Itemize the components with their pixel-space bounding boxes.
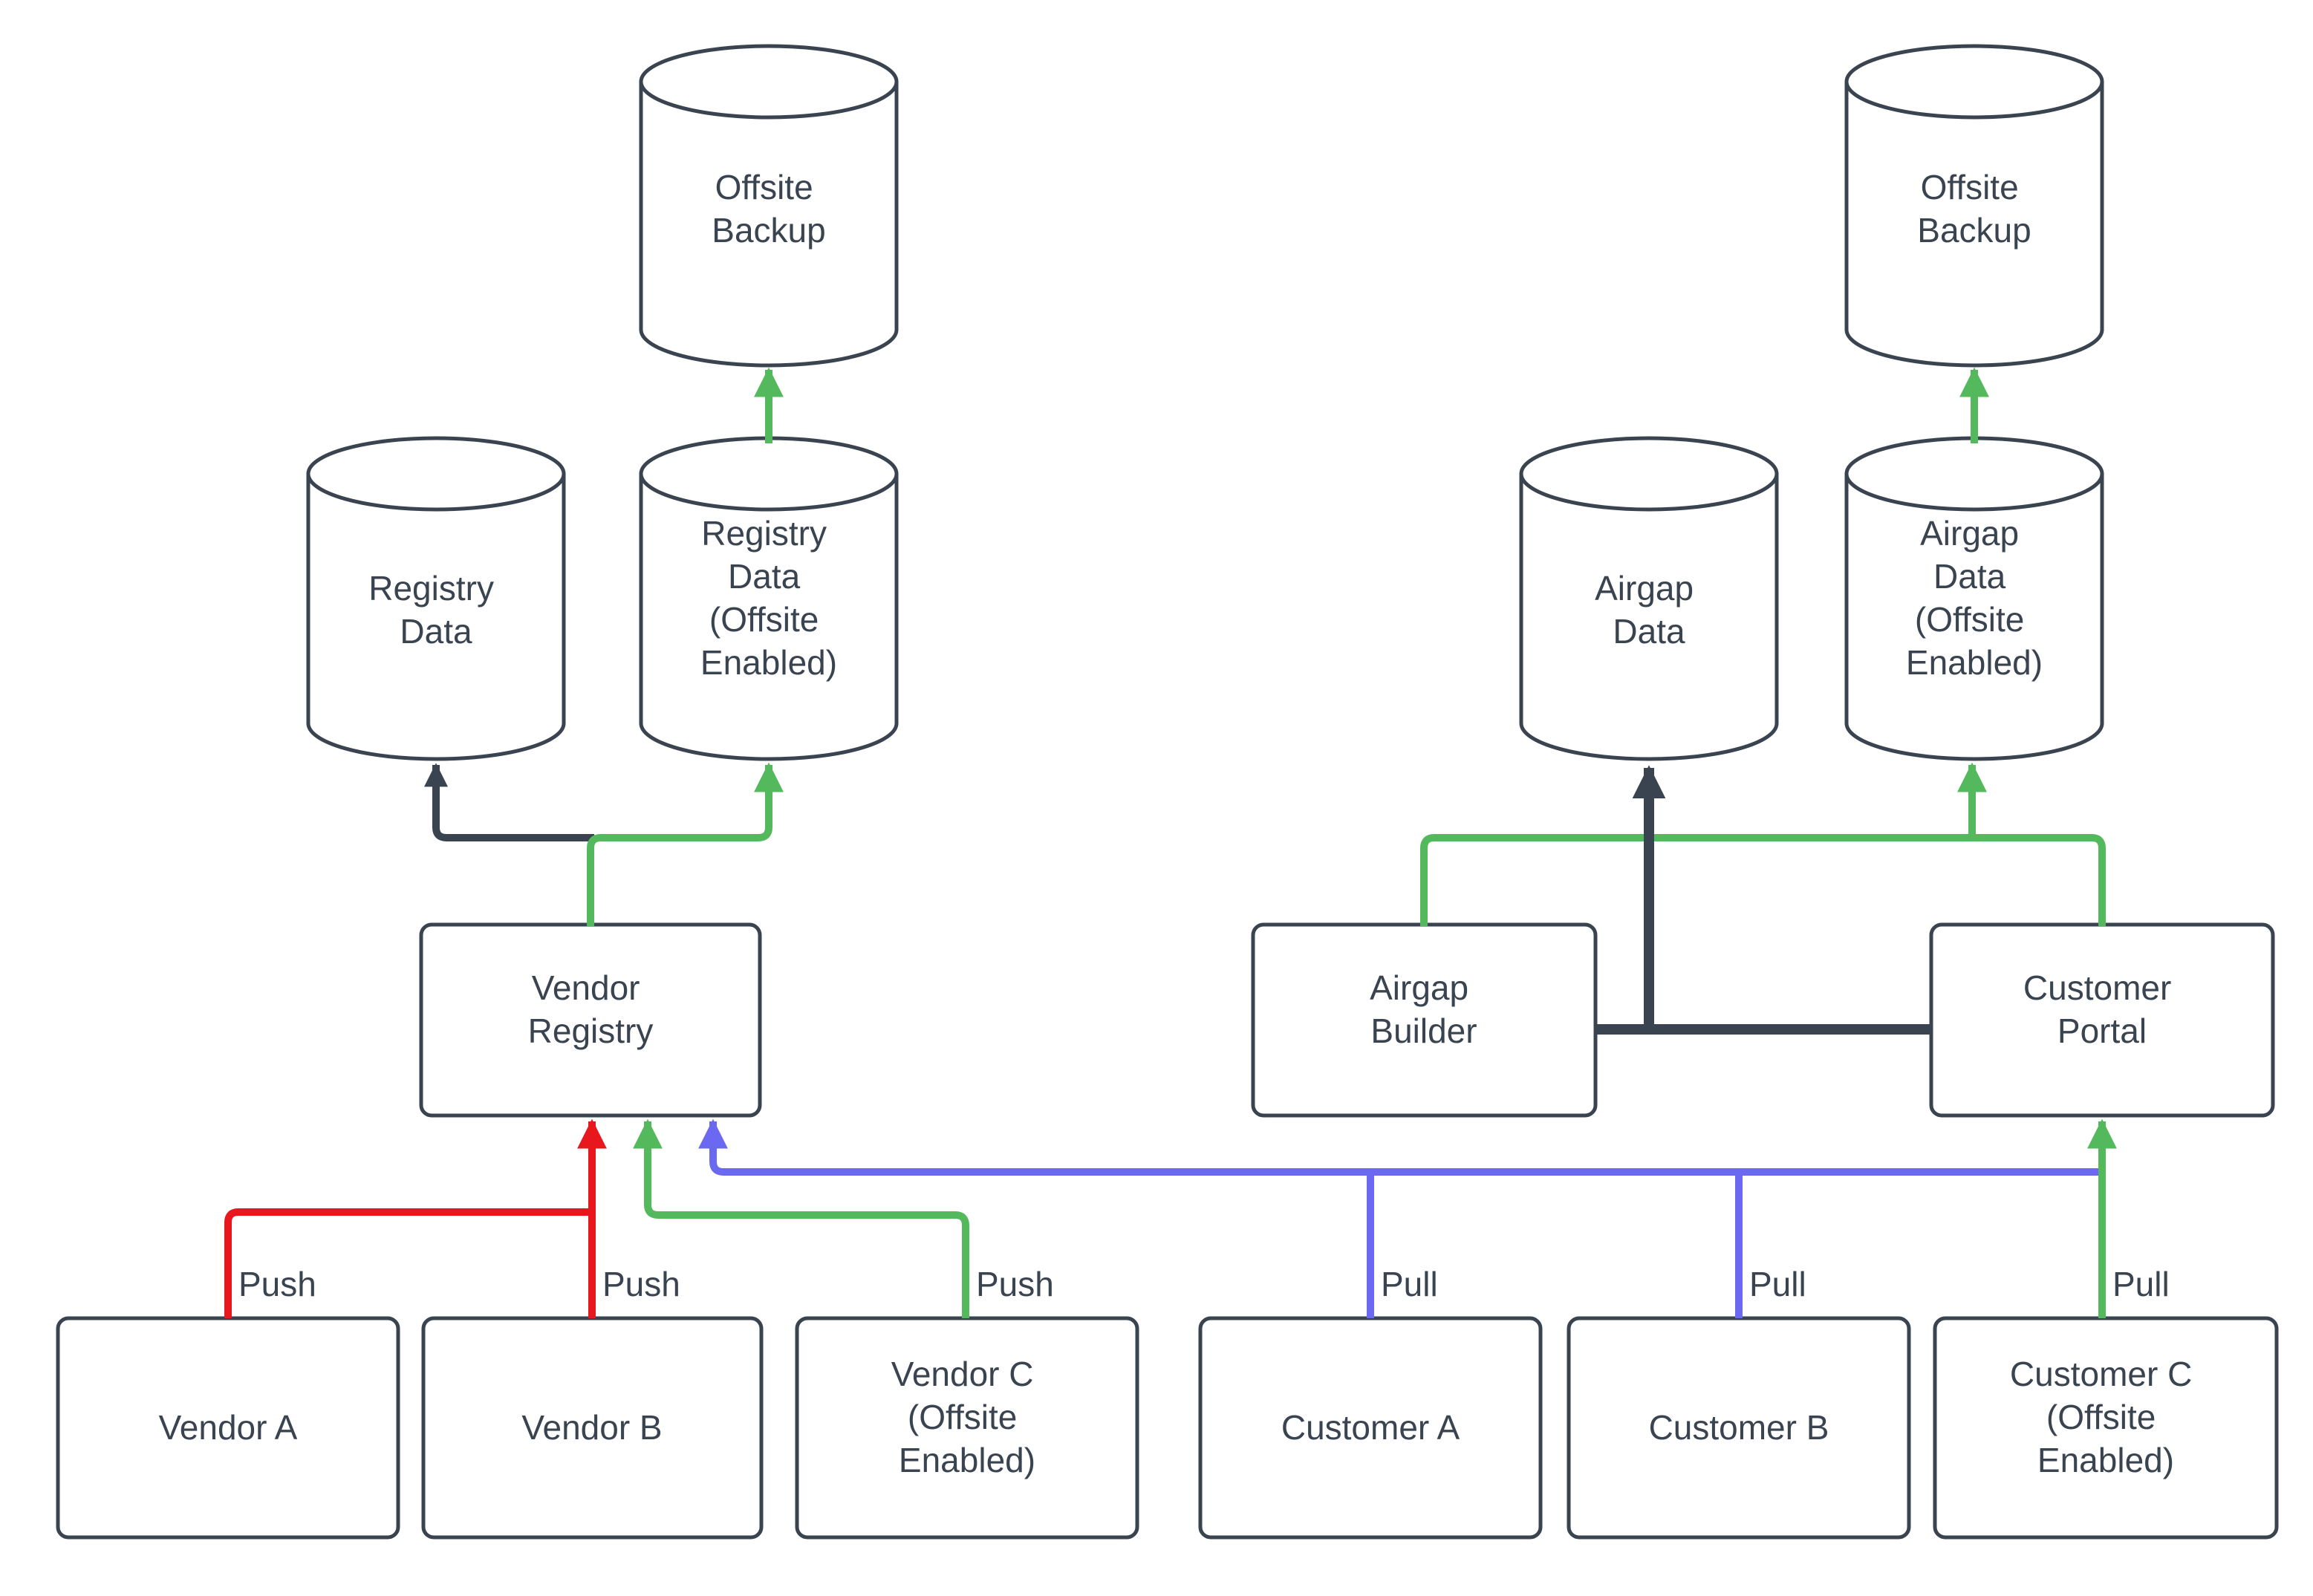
node-label: Vendor C (Offsite Enabled)	[891, 1355, 1044, 1479]
node-vendor-registry: Vendor Registry	[419, 922, 762, 1118]
node-label: Customer B	[1649, 1408, 1829, 1447]
node-label: Vendor A	[159, 1408, 298, 1447]
edge-airgap-builder-customer-portal-offsite	[1420, 834, 2106, 926]
node-customer-b: Customer B	[1567, 1316, 1911, 1540]
node-airgap-data-offsite: Airgap Data (Offsite Enabled)	[1844, 436, 2104, 761]
node-customer-portal: Customer Portal	[1929, 922, 2275, 1118]
node-customer-c: Customer C (Offsite Enabled)	[1933, 1316, 2279, 1540]
node-registry-data-offsite: Registry Data (Offsite Enabled)	[639, 436, 899, 761]
node-label: Offsite Backup	[712, 168, 825, 250]
edge-label-push-vendor-b: Push	[602, 1265, 680, 1303]
edge-vendor-a-push	[224, 1208, 592, 1318]
node-label: Registry Data (Offsite Enabled)	[700, 514, 837, 682]
node-label: Vendor Registry	[528, 968, 654, 1050]
node-label: Registry Data	[368, 569, 504, 651]
node-label: Vendor B	[521, 1408, 662, 1447]
node-customer-a: Customer A	[1198, 1316, 1543, 1540]
cylinder-shape	[1519, 474, 1779, 761]
edge-label-pull-customer-b: Pull	[1749, 1265, 1806, 1303]
cylinder-shape	[639, 82, 899, 368]
node-label: Offsite Backup	[1917, 168, 2031, 250]
cylinder-top	[1519, 436, 1779, 512]
node-label: Customer Portal	[2023, 968, 2181, 1050]
node-vendor-c: Vendor C (Offsite Enabled)	[795, 1316, 1139, 1540]
cylinder-top	[306, 436, 566, 512]
edge-label-pull-customer-c: Pull	[2112, 1265, 2170, 1303]
node-label: Customer A	[1281, 1408, 1460, 1447]
node-registry-data: Registry Data	[306, 436, 566, 761]
cylinder-top	[639, 44, 899, 120]
node-label: Airgap Data	[1595, 569, 1703, 651]
edge-vendor-registry-to-registry-data-offsite	[587, 762, 784, 926]
node-label: Airgap Data (Offsite Enabled)	[1906, 514, 2043, 682]
node-vendor-a: Vendor A	[56, 1316, 400, 1540]
edge-label-push-vendor-c: Push	[976, 1265, 1054, 1303]
cylinder-top	[1844, 44, 2104, 120]
edge-label-pull-customer-a: Pull	[1381, 1265, 1438, 1303]
node-airgap-data: Airgap Data	[1519, 436, 1779, 761]
node-airgap-builder: Airgap Builder	[1251, 922, 1598, 1118]
edge-vendor-registry-to-registry-data	[423, 763, 594, 841]
cylinder-shape	[639, 474, 899, 761]
node-label: Airgap Builder	[1370, 968, 1478, 1050]
node-offsite-backup-right: Offsite Backup	[1844, 44, 2104, 368]
node-label: Customer C (Offsite Enabled)	[2010, 1355, 2202, 1479]
edge-pull-trunk	[698, 1118, 2102, 1176]
cylinder-shape	[1844, 82, 2104, 368]
cylinder-top	[639, 436, 899, 512]
node-vendor-b: Vendor B	[421, 1316, 764, 1540]
cylinder-shape	[306, 474, 566, 761]
cylinder-shape	[1844, 474, 2104, 761]
node-offsite-backup-left: Offsite Backup	[639, 44, 899, 368]
edge-label-push-vendor-a: Push	[238, 1265, 316, 1303]
edge-vendor-c-push	[633, 1118, 969, 1318]
cylinder-top	[1844, 436, 2104, 512]
